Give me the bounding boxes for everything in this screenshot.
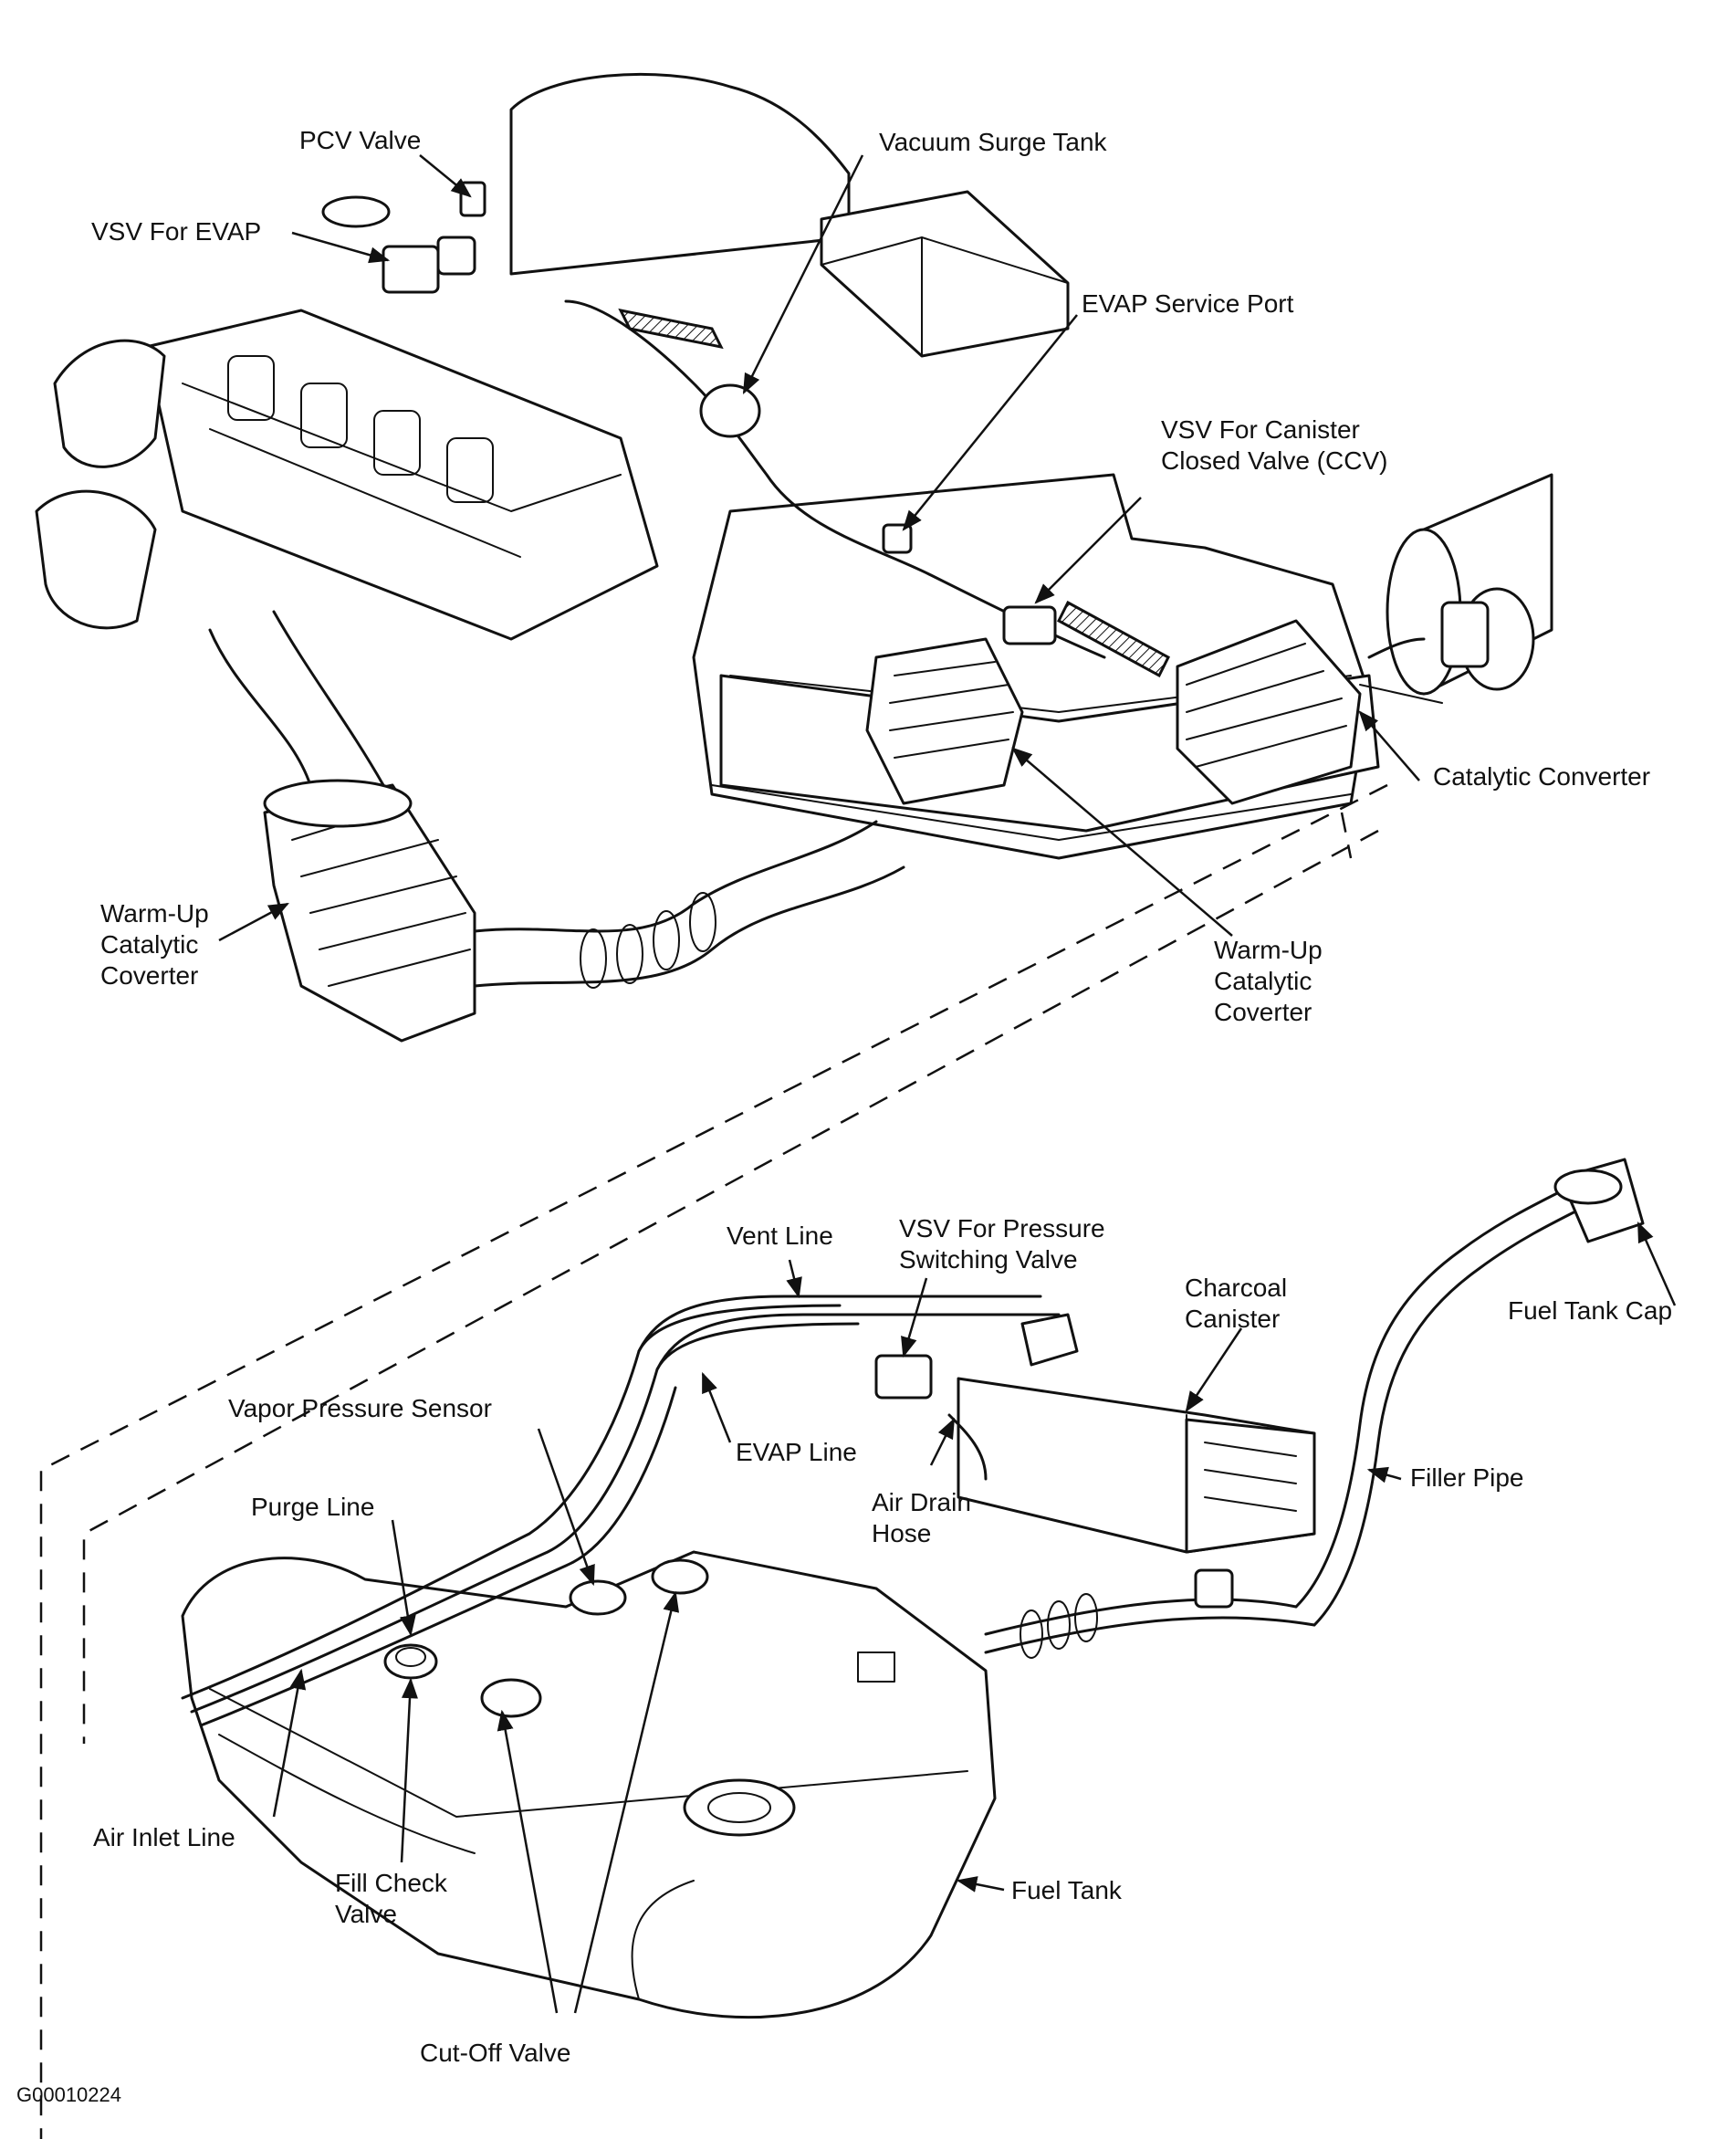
leader-vsv-evap <box>291 231 391 264</box>
label-catalytic-converter: Catalytic Converter <box>1433 762 1650 791</box>
leader-vsv-psv <box>901 1277 928 1358</box>
leader-warmup-left <box>218 902 289 942</box>
label-fuel-tank-cap: Fuel Tank Cap <box>1508 1296 1672 1325</box>
leader-evap-service-port <box>902 314 1078 531</box>
label-warmup-left-line3: Coverter <box>100 961 198 990</box>
label-evap-service-port: EVAP Service Port <box>1082 289 1294 318</box>
label-vsv-ccv-line1: VSV For Canister <box>1161 415 1360 444</box>
leader-pcv-valve <box>419 154 472 198</box>
label-vsv-psv-line2: Switching Valve <box>899 1245 1078 1274</box>
label-pcv-valve: PCV Valve <box>299 126 421 154</box>
label-fuel-tank: Fuel Tank <box>1011 1876 1123 1904</box>
leader-purge-line <box>391 1519 416 1637</box>
engine-assembly <box>35 72 1553 1043</box>
leader-air-drain-hose <box>929 1417 956 1466</box>
figure-id: G00010224 <box>16 2083 121 2106</box>
label-vsv-ccv-line2: Closed Valve (CCV) <box>1161 446 1387 475</box>
leader-warmup-right <box>1011 747 1233 937</box>
label-charcoal-line2: Canister <box>1185 1305 1280 1333</box>
leader-cut-off-valve-a <box>497 1709 559 2014</box>
leader-cut-off-valve-b <box>573 1590 680 2014</box>
label-fill-check-line1: Fill Check <box>335 1869 448 1897</box>
leader-vsv-ccv <box>1034 497 1142 604</box>
leader-vapor-pressure-sensor <box>537 1428 595 1587</box>
fuel-tank-assembly <box>181 1158 1645 2019</box>
label-vsv-psv-line1: VSV For Pressure <box>899 1214 1105 1243</box>
leader-vent-line <box>786 1259 802 1299</box>
leader-filler-pipe <box>1366 1466 1402 1484</box>
leader-lines <box>218 154 1677 2014</box>
label-vent-line: Vent Line <box>727 1222 833 1250</box>
label-air-inlet-line: Air Inlet Line <box>93 1823 235 1851</box>
leader-charcoal-canister <box>1185 1327 1243 1412</box>
dashed-connection-lines <box>39 783 1388 2139</box>
label-warmup-left-line2: Catalytic <box>100 930 198 959</box>
leader-fill-check-valve <box>400 1677 418 1863</box>
label-warmup-left-line1: Warm-Up <box>100 899 209 928</box>
label-air-drain-line2: Hose <box>872 1519 931 1547</box>
label-cut-off-valve: Cut-Off Valve <box>420 2039 570 2067</box>
label-evap-line: EVAP Line <box>736 1438 857 1466</box>
label-vsv-evap: VSV For EVAP <box>91 217 261 246</box>
leader-fuel-tank-cap <box>1637 1221 1677 1306</box>
label-charcoal-line1: Charcoal <box>1185 1274 1287 1302</box>
label-air-drain-line1: Air Drain <box>872 1488 971 1516</box>
label-purge-line: Purge Line <box>251 1493 374 1521</box>
label-vapor-pressure-sensor: Vapor Pressure Sensor <box>228 1394 492 1422</box>
label-vacuum-surge-tank: Vacuum Surge Tank <box>879 128 1108 156</box>
label-warmup-right-line1: Warm-Up <box>1214 936 1323 964</box>
leader-evap-line <box>701 1371 732 1443</box>
label-warmup-right-line2: Catalytic <box>1214 967 1312 995</box>
leader-catalytic-converter <box>1358 710 1420 781</box>
leader-air-inlet-line <box>272 1668 307 1818</box>
leader-vacuum-surge-tank <box>742 154 864 395</box>
callout-labels: PCV Valve Vacuum Surge Tank VSV For EVAP… <box>16 126 1672 2106</box>
leader-fuel-tank <box>956 1876 1005 1893</box>
label-warmup-right-line3: Coverter <box>1214 998 1312 1026</box>
label-filler-pipe: Filler Pipe <box>1410 1463 1523 1492</box>
label-fill-check-line2: Valve <box>335 1900 397 1928</box>
